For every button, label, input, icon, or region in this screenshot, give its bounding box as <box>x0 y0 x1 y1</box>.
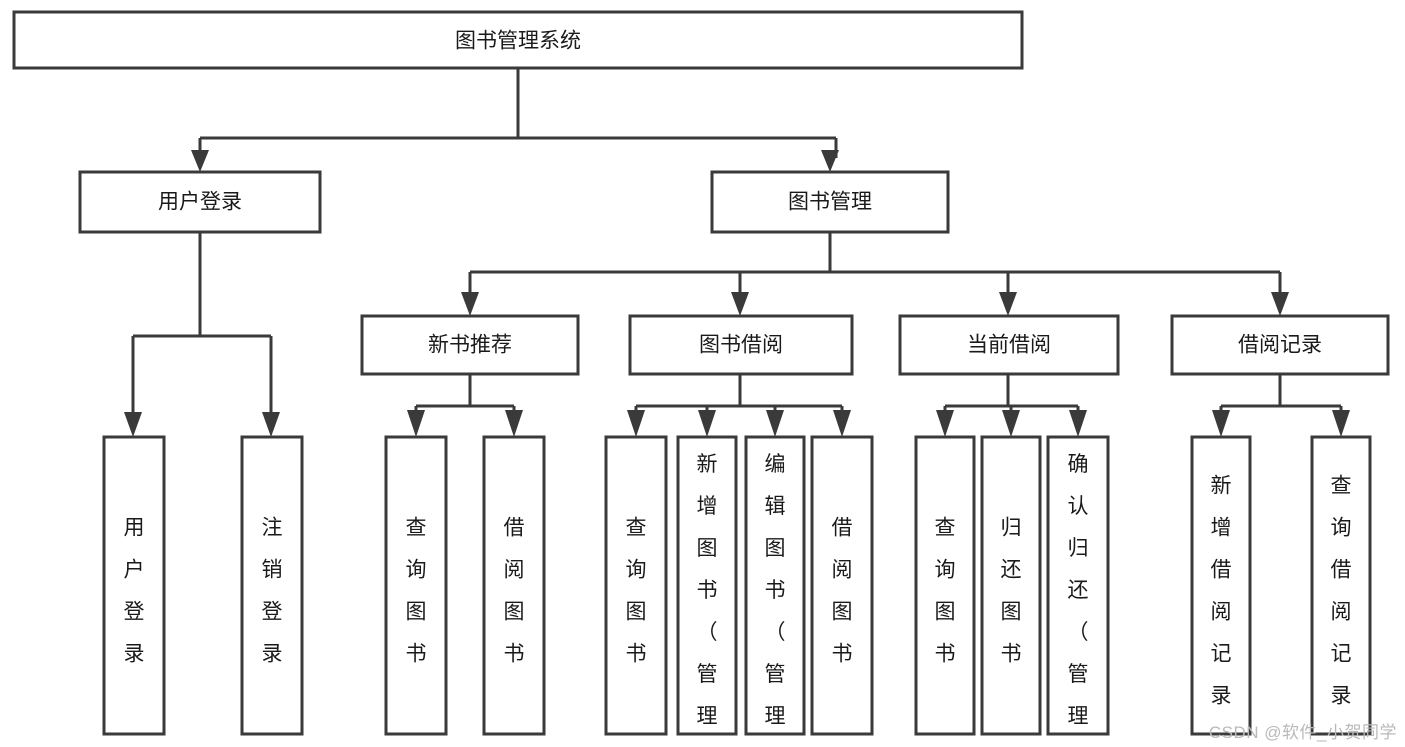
node-user-login-box[interactable] <box>78 170 322 234</box>
node-leaf-query-record-box[interactable] <box>1310 435 1372 736</box>
node-leaf-query-book-1-box[interactable] <box>384 435 448 736</box>
node-leaf-confirm-return-label: 确认归还（管理员） <box>1068 453 1089 747</box>
node-leaf-query-book-2-label: 查询图书 <box>626 516 647 665</box>
node-leaf-borrow-book-1-box[interactable] <box>482 435 546 736</box>
arrow-to-leaf-user-login <box>124 412 142 437</box>
node-borrow-record-label: 借阅记录 <box>1238 334 1322 357</box>
node-leaf-borrow-book-1[interactable]: 借阅图书 <box>482 435 546 736</box>
node-new-book-recommend-label: 新书推荐 <box>428 334 512 357</box>
node-leaf-add-record[interactable]: 新增借阅记录 <box>1190 435 1252 736</box>
node-user-login-label: 用户登录 <box>158 191 242 214</box>
node-new-book-recommend-box[interactable] <box>360 314 580 376</box>
arrow-to-leaf-add-record <box>1212 410 1230 437</box>
node-root-system-label: 图书管理系统 <box>455 30 581 53</box>
arrow-to-leaf-query-book-1 <box>407 410 425 437</box>
node-leaf-logout[interactable]: 注销登录 <box>240 435 304 736</box>
connector-new-book-recommend-branch <box>414 374 516 414</box>
node-current-borrow-box[interactable] <box>898 314 1120 376</box>
arrow-to-leaf-edit-book <box>766 410 784 437</box>
arrow-to-user-login <box>191 150 209 172</box>
node-leaf-add-record-box[interactable] <box>1190 435 1252 736</box>
node-borrow-record[interactable]: 借阅记录 <box>1170 314 1390 376</box>
node-leaf-user-login-label: 用户登录 <box>124 516 145 665</box>
connector-current-borrow-branch <box>943 374 1080 414</box>
connector-root-trunk <box>198 68 838 158</box>
arrow-to-current-borrow <box>999 292 1017 316</box>
node-leaf-query-book-3-label: 查询图书 <box>935 516 956 665</box>
node-leaf-query-book-2[interactable]: 查询图书 <box>604 435 668 736</box>
node-leaf-return-book[interactable]: 归还图书 <box>980 435 1042 736</box>
node-book-borrow-box[interactable] <box>628 314 854 376</box>
node-current-borrow[interactable]: 当前借阅 <box>898 314 1120 376</box>
connectors-group <box>124 68 1350 437</box>
node-current-borrow-label: 当前借阅 <box>967 334 1051 357</box>
arrow-to-new-book-recommend <box>461 292 479 316</box>
node-leaf-user-login-box[interactable] <box>102 435 166 736</box>
node-leaf-edit-book[interactable]: 编辑图书（管理员） <box>744 435 806 747</box>
node-leaf-return-book-label: 归还图书 <box>1001 516 1022 665</box>
connector-book-manage-branch <box>468 232 1282 295</box>
node-root-system-box[interactable] <box>12 10 1024 70</box>
arrow-to-leaf-logout <box>262 412 280 437</box>
arrow-to-book-manage <box>821 150 839 172</box>
arrow-to-leaf-borrow-book-1 <box>505 410 523 437</box>
node-leaf-add-book-box[interactable] <box>676 435 738 736</box>
arrow-to-leaf-add-book <box>698 410 716 437</box>
node-leaf-add-book[interactable]: 新增图书（管理员） <box>676 435 738 747</box>
node-leaf-user-login[interactable]: 用户登录 <box>102 435 166 736</box>
connector-borrow-record-branch <box>1219 374 1343 414</box>
node-leaf-borrow-book-1-label: 借阅图书 <box>504 516 525 665</box>
node-leaf-edit-book-box[interactable] <box>744 435 806 736</box>
node-leaf-confirm-return[interactable]: 确认归还（管理员） <box>1046 435 1110 747</box>
node-leaf-return-book-box[interactable] <box>980 435 1042 736</box>
arrow-to-leaf-query-book-3 <box>936 410 954 437</box>
node-leaf-add-book-label: 新增图书（管理员） <box>697 453 718 747</box>
node-book-manage[interactable]: 图书管理 <box>710 170 950 234</box>
arrow-to-book-borrow <box>731 292 749 316</box>
leaf-nodes-group: 用户登录 注销登录 查询图书 借阅图书 查询图书 新增图书（管理员） 编辑图书（管理员） 借阅… <box>102 435 1372 747</box>
node-leaf-borrow-book-2[interactable]: 借阅图书 <box>810 435 874 736</box>
node-leaf-query-book-3-box[interactable] <box>914 435 976 736</box>
arrow-to-leaf-return-book <box>1002 410 1020 437</box>
arrow-to-leaf-query-record <box>1332 410 1350 437</box>
node-leaf-query-book-2-box[interactable] <box>604 435 668 736</box>
node-leaf-logout-label: 注销登录 <box>262 516 283 665</box>
node-borrow-record-box[interactable] <box>1170 314 1390 376</box>
node-book-manage-box[interactable] <box>710 170 950 234</box>
node-leaf-logout-box[interactable] <box>240 435 304 736</box>
node-new-book-recommend[interactable]: 新书推荐 <box>360 314 580 376</box>
arrow-to-leaf-query-book-2 <box>627 410 645 437</box>
node-leaf-query-book-3[interactable]: 查询图书 <box>914 435 976 736</box>
node-user-login[interactable]: 用户登录 <box>78 170 322 234</box>
node-leaf-confirm-return-box[interactable] <box>1046 435 1110 736</box>
node-leaf-query-book-1[interactable]: 查询图书 <box>384 435 448 736</box>
node-root-system[interactable]: 图书管理系统 <box>12 10 1024 70</box>
arrow-to-borrow-record <box>1271 292 1289 316</box>
node-book-borrow-label: 图书借阅 <box>699 334 783 357</box>
node-leaf-edit-book-label: 编辑图书（管理员） <box>765 453 786 747</box>
connector-book-borrow-branch <box>634 374 844 414</box>
node-leaf-borrow-book-2-label: 借阅图书 <box>832 516 853 665</box>
node-leaf-add-record-label: 新增借阅记录 <box>1211 474 1232 707</box>
arrow-to-leaf-confirm-return <box>1069 410 1087 437</box>
connector-user-login-branch <box>131 232 273 420</box>
node-leaf-borrow-book-2-box[interactable] <box>810 435 874 736</box>
node-book-borrow[interactable]: 图书借阅 <box>628 314 854 376</box>
arrow-to-leaf-borrow-book-2 <box>833 410 851 437</box>
node-leaf-query-record[interactable]: 查询借阅记录 <box>1310 435 1372 736</box>
node-leaf-query-record-label: 查询借阅记录 <box>1331 474 1352 707</box>
node-book-manage-label: 图书管理 <box>788 191 872 214</box>
node-leaf-query-book-1-label: 查询图书 <box>406 516 427 665</box>
